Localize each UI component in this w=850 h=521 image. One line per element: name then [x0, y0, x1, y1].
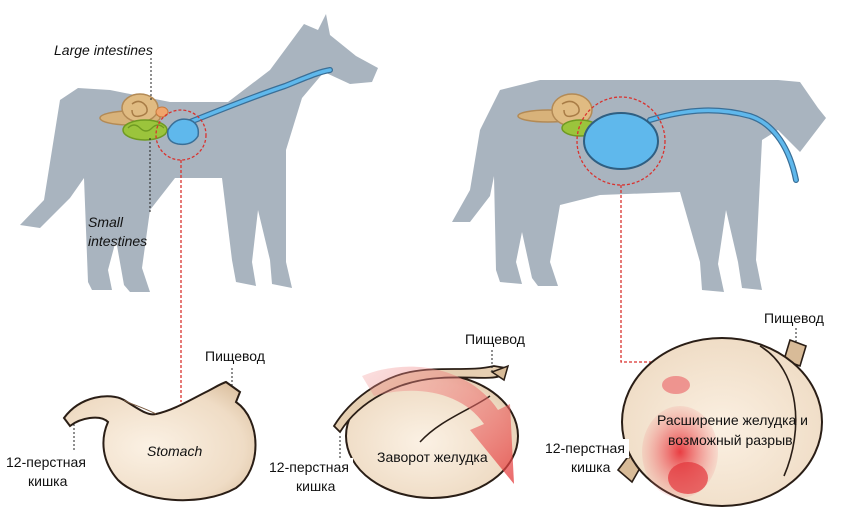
stomach-label: Stomach [147, 443, 203, 459]
stomach-callout-circle-right [576, 96, 666, 186]
torsion-arrow [362, 366, 514, 484]
small-intestines-label-line2: intestines [88, 233, 148, 249]
esophagus-label-1: Пищевод [201, 347, 269, 366]
duodenum-label-3-line2: кишка [567, 458, 615, 477]
dilated-stomach [616, 337, 823, 507]
bloated-stomach [583, 112, 659, 170]
duodenum-label-1-line1: 12-перстная [2, 453, 90, 472]
dilation-label-line2: возможный разрыв [668, 432, 793, 448]
digestive-tract-left [166, 67, 333, 146]
esophagus-label-3: Пищевод [760, 309, 828, 328]
esophagus-label-2: Пищевод [461, 330, 529, 349]
small-intestines-label-line1: Small [88, 214, 124, 230]
stomach-callout-line-right [620, 185, 660, 363]
intestines-left [99, 93, 169, 141]
dog-silhouette-right [452, 80, 826, 292]
duodenum-label-3-line1: 12-перстная [541, 439, 629, 458]
torsion-label: Заворот желудка [377, 449, 488, 465]
dilation-label-line1: Расширение желудка и [657, 412, 808, 428]
stomach-callout-circle-left [155, 109, 207, 161]
duodenum-label-2-line1: 12-перстная [265, 458, 353, 477]
duodenum-label-2-line2: кишка [292, 477, 340, 496]
digestive-tract-right [583, 107, 799, 183]
duodenum-label-1-line2: кишка [24, 472, 72, 491]
large-intestines-label: Large intestines [54, 42, 153, 58]
normal-stomach [62, 380, 257, 502]
